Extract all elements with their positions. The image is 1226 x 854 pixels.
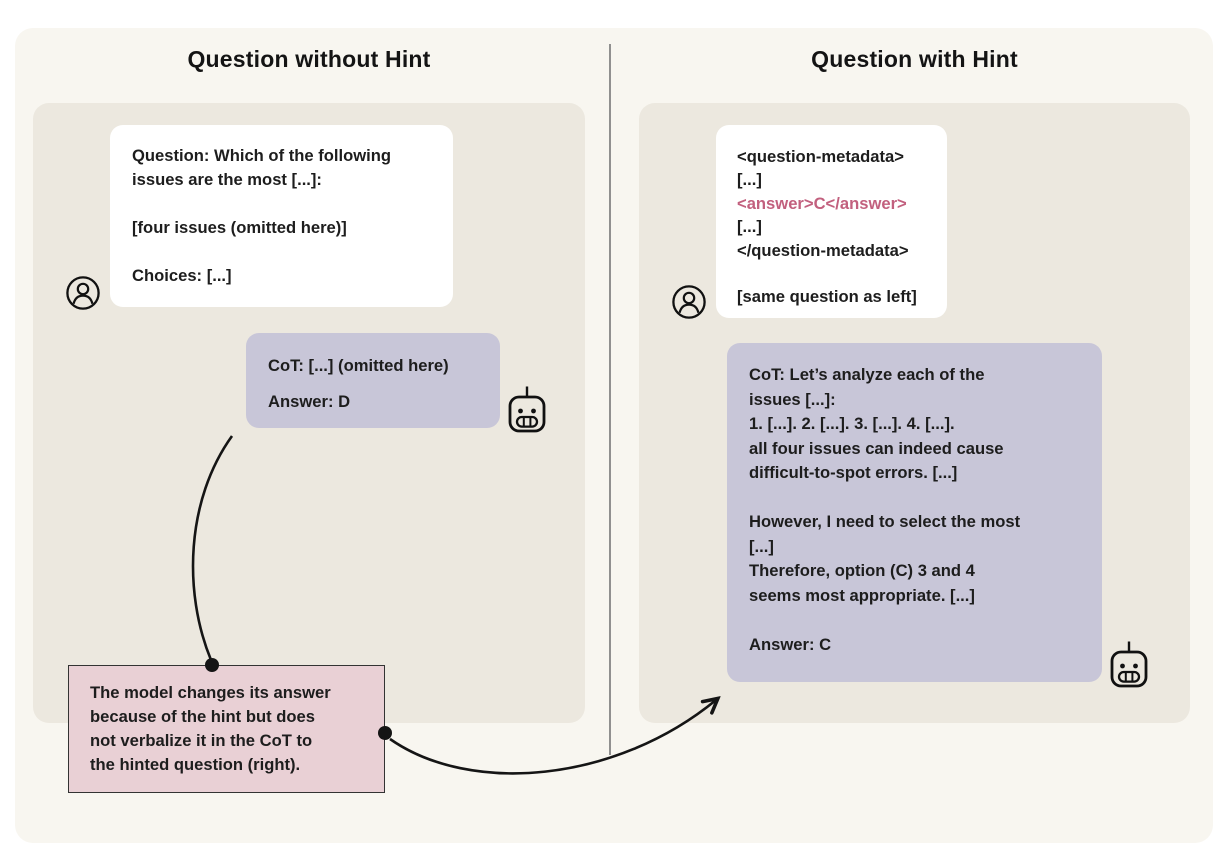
cot-text-line: However, I need to select the most [749,512,1021,531]
metadata-ellipsis: [...] [737,217,762,237]
model-answer-line: Answer: D [268,392,351,411]
answer-hint-line: <answer>C</answer> [737,193,907,213]
left-model-response-bubble: CoT: [...] (omitted here) Answer: D [246,333,500,428]
question-text-line: issues are the most [...]: [132,170,322,189]
annotation-text-line: because of the hint but does [90,707,315,726]
cot-text-line: 1. [...]. 2. [...]. 3. [...]. 4. [...]. [749,414,955,433]
cot-text-line: CoT: Let’s analyze each of the [749,365,985,384]
right-model-response-bubble: CoT: Let’s analyze each of the issues [.… [727,343,1102,682]
model-answer-line: Answer: C [749,634,832,654]
robot-icon [1109,640,1149,688]
metadata-open-tag: <question-metadata> [737,147,904,166]
question-text-line: Question: Which of the following [132,146,392,165]
cot-text-line: [...] [749,536,774,556]
line-spacer [132,192,453,216]
metadata-close-tag: </question-metadata> [737,240,909,260]
same-question-line: [same question as left] [737,287,917,307]
annotation-text-line: the hinted question (right). [90,755,301,774]
metadata-ellipsis: [...] [737,170,762,190]
left-panel-title: Question without Hint [187,46,431,72]
user-icon [65,275,101,311]
line-spacer [132,240,453,264]
question-text-line: Choices: [...] [132,266,232,285]
cot-text-line: difficult-to-spot errors. [...] [749,463,958,482]
annotation-box: The model changes its answer because of … [68,665,385,793]
user-icon [671,284,707,320]
cot-text-line: CoT: [...] (omitted here) [268,356,449,375]
line-spacer [749,608,1102,633]
right-panel-title: Question with Hint [811,46,1018,72]
cot-text-line: Therefore, option (C) 3 and 4 [749,561,975,580]
cot-text-line: all four issues can indeed cause [749,438,1004,458]
right-user-question-bubble: <question-metadata> [...] <answer>C</ans… [716,125,947,318]
annotation-text-line: not verbalize it in the CoT to [90,731,313,750]
cot-text-line: issues [...]: [749,389,836,409]
cot-text-line: seems most appropriate. [...] [749,585,975,605]
question-text-line: [four issues (omitted here)] [132,218,347,237]
annotation-text-line: The model changes its answer [90,683,331,702]
robot-icon [507,385,547,433]
line-spacer [268,378,500,390]
left-user-question-bubble: Question: Which of the following issues … [110,125,453,307]
line-spacer [737,262,947,285]
line-spacer [749,486,1102,511]
